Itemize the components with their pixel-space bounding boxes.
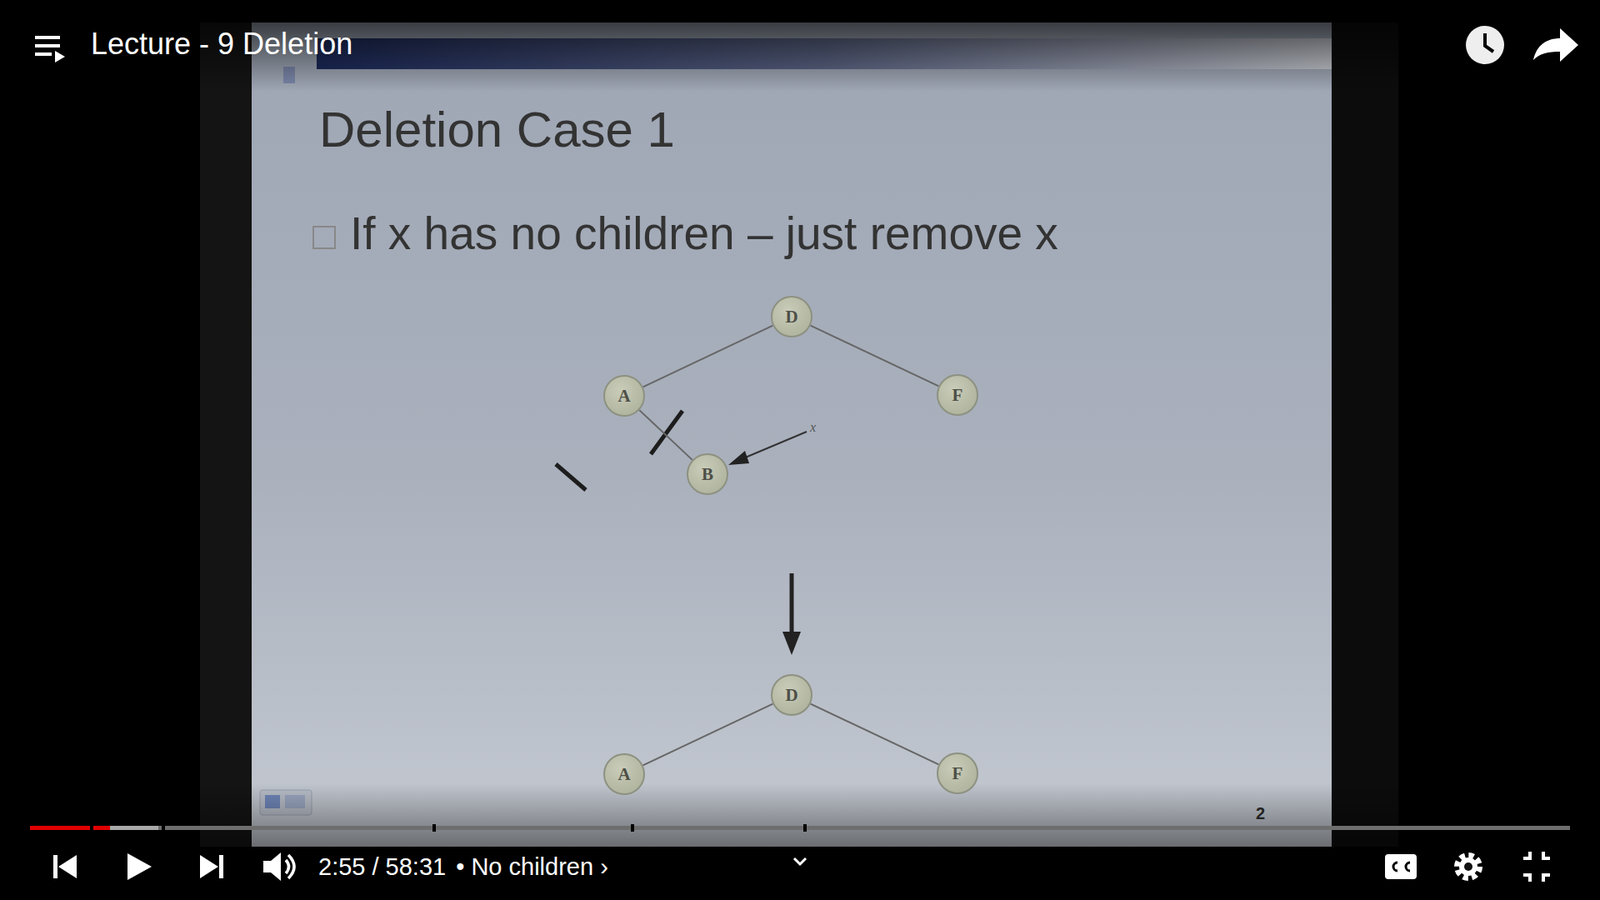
exit-fullscreen-icon [1523, 851, 1550, 882]
transform-arrow [790, 573, 795, 635]
tree-node-circle: A [603, 375, 645, 417]
node-letter: F [952, 763, 964, 785]
settings-icon [1457, 855, 1480, 878]
tree-node-circle: B [686, 453, 729, 495]
side-shadow [1331, 22, 1399, 847]
prev-icon [53, 855, 58, 879]
share-icon [1533, 28, 1579, 62]
chapter-title: • No children › [455, 853, 609, 881]
prev-icon [58, 855, 77, 879]
captions-icon [1385, 854, 1417, 880]
node-letter: A [617, 764, 630, 785]
progress-played [93, 825, 110, 830]
node-letter: B [701, 464, 714, 485]
bullet-square [313, 226, 335, 249]
volume-icon [285, 860, 290, 874]
top-shade [0, 0, 1600, 92]
tree-edge [643, 325, 774, 388]
cut-mark [650, 410, 683, 455]
progress-buffer [93, 825, 159, 830]
pointer-label: x [810, 420, 816, 435]
slide-heading: Deletion Case 1 [319, 100, 675, 159]
side-shadow [200, 22, 252, 847]
chapter-chevron [794, 858, 806, 865]
page-number: 2 [1255, 804, 1265, 824]
progress-played [30, 825, 90, 830]
node-letter: A [617, 385, 630, 407]
node-letter: D [785, 685, 798, 706]
video-title: Lecture - 9 Deletion [90, 26, 353, 62]
tree-node-circle: D [770, 674, 813, 716]
pointer-line [743, 431, 807, 459]
tree-node-circle: F [936, 374, 979, 416]
cut-mark [555, 464, 586, 490]
watch-later-icon [1465, 25, 1505, 65]
tree-node-circle: F [936, 752, 979, 795]
bullet-text: If x has no children – just remove x [350, 206, 1059, 260]
chapter-gap [90, 824, 807, 832]
progress-track [30, 825, 1570, 830]
transform-arrow-head [782, 631, 801, 655]
volume-icon [263, 852, 281, 881]
tree-edge [643, 704, 774, 766]
time-display: 2:55 / 58:31 [318, 853, 446, 881]
pointer-head [728, 450, 750, 465]
volume-icon [288, 855, 295, 879]
tree-edge [810, 704, 940, 765]
tree-node-circle: D [770, 295, 813, 338]
tree-edge [810, 325, 940, 387]
slide-background [251, 22, 1332, 847]
next-icon [219, 855, 224, 879]
bottom-shade [0, 783, 1600, 900]
next-icon [200, 855, 219, 879]
tree-node-circle: A [603, 753, 645, 795]
play-icon [127, 853, 152, 880]
playlist-icon [35, 35, 65, 63]
tree-edge [639, 410, 693, 460]
node-letter: D [785, 306, 798, 328]
node-letter: F [952, 385, 964, 406]
